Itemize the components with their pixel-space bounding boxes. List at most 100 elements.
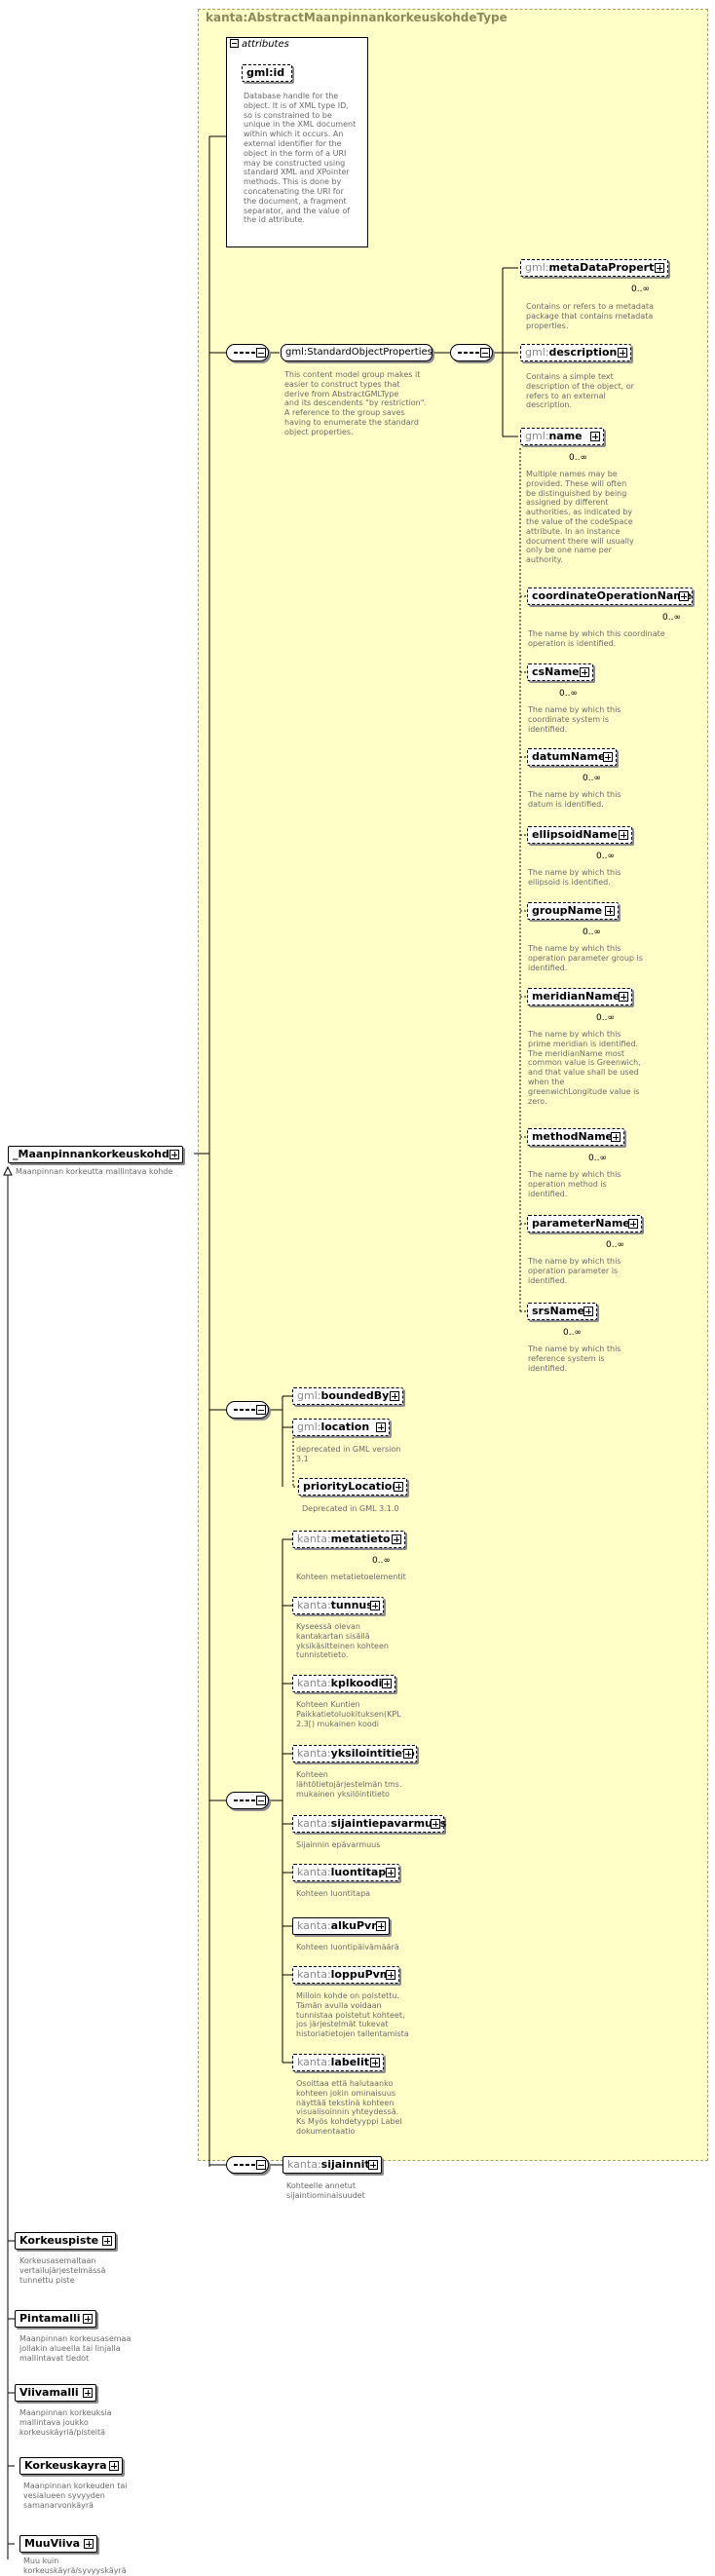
sequence-compositor[interactable] <box>226 1401 269 1419</box>
gml-location-element[interactable]: gml:location <box>292 1419 390 1436</box>
subtype-desc: Korkeusasemaltaan vertailujärjestelmässä… <box>19 2256 106 2285</box>
expand-icon[interactable] <box>169 1150 179 1159</box>
expand-icon[interactable] <box>394 1482 403 1492</box>
element-desc: Kohteen luontitapa <box>296 1889 371 1898</box>
datum-name-element[interactable]: datumName <box>527 748 617 766</box>
expand-icon[interactable] <box>376 1422 386 1432</box>
element-name: yksilointitieto <box>330 1747 415 1760</box>
element-prefix: kanta: <box>297 1677 331 1689</box>
gml-id-name: gml:id <box>246 66 285 79</box>
parameter-name-element[interactable]: parameterName <box>527 1215 642 1232</box>
collapse-icon[interactable] <box>230 39 239 48</box>
element-name: srsName <box>532 1305 585 1317</box>
expand-icon[interactable] <box>84 2539 94 2549</box>
kanta-metatieto-element[interactable]: kanta:metatieto <box>292 1531 405 1548</box>
kanta-sijaintiepavarmuus-element[interactable]: kanta:sijaintiepavarmuus <box>292 1815 446 1833</box>
multiplicity: 0..∞ <box>631 284 650 294</box>
collapse-icon[interactable] <box>480 348 490 358</box>
element-desc: The name by which this operation paramet… <box>528 1257 621 1285</box>
ellipsoid-name-element[interactable]: ellipsoidName <box>527 826 632 844</box>
gml-prioritylocation-element[interactable]: priorityLocation <box>298 1478 407 1496</box>
expand-icon[interactable] <box>619 992 628 1002</box>
expand-icon[interactable] <box>109 2461 119 2471</box>
expand-icon[interactable] <box>382 1679 392 1688</box>
expand-icon[interactable] <box>370 1601 380 1610</box>
sequence-compositor[interactable] <box>450 344 493 361</box>
attributes-label: attributes <box>242 39 289 50</box>
group-name-element[interactable]: groupName <box>527 902 619 920</box>
element-prefix: gml: <box>525 430 549 442</box>
expand-icon[interactable] <box>580 667 589 677</box>
gml-name-element[interactable]: gml:name <box>520 428 604 445</box>
collapse-icon[interactable] <box>256 1405 266 1415</box>
gml-metadataproperty-element[interactable]: gml:metaDataProperty <box>520 259 668 277</box>
kanta-kplkoodi-element[interactable]: kanta:kplkoodi <box>292 1675 395 1692</box>
gml-boundedby-element[interactable]: gml:boundedBy <box>292 1387 403 1405</box>
collapse-icon[interactable] <box>256 2160 266 2170</box>
standard-object-properties-desc: This content model group makes it easier… <box>284 370 427 436</box>
meridian-name-element[interactable]: meridianName <box>527 988 632 1005</box>
korkeuskayra-subtype[interactable]: Korkeuskayra <box>19 2457 123 2475</box>
element-desc: Kohteen Kuntien Paikkatietoluokituksen(K… <box>296 1700 401 1728</box>
muuviiva-subtype[interactable]: MuuViiva <box>19 2535 97 2553</box>
method-name-element[interactable]: methodName <box>527 1128 624 1146</box>
multiplicity: 0..∞ <box>606 1240 624 1250</box>
expand-icon[interactable] <box>386 1868 395 1877</box>
expand-icon[interactable] <box>603 752 613 762</box>
korkeuspiste-subtype[interactable]: Korkeuspiste <box>15 2232 116 2250</box>
element-desc: Milloin kohde on poistettu. Tämän avulla… <box>296 1991 409 2039</box>
expand-icon[interactable] <box>655 263 664 273</box>
gml-id-attribute[interactable]: gml:id <box>242 64 292 82</box>
expand-icon[interactable] <box>605 906 615 916</box>
expand-icon[interactable] <box>370 2058 380 2067</box>
element-prefix: kanta: <box>297 1919 331 1932</box>
expand-icon[interactable] <box>583 1307 593 1316</box>
expand-icon[interactable] <box>392 1534 401 1544</box>
multiplicity: 0..∞ <box>563 1328 582 1338</box>
kanta-loppupvm-element[interactable]: kanta:loppuPvm <box>292 1966 399 1984</box>
expand-icon[interactable] <box>611 1132 621 1142</box>
gml-id-desc: Database handle for the object. It is of… <box>244 92 357 225</box>
kanta-luontitapa-element[interactable]: kanta:luontitapa <box>292 1864 399 1881</box>
expand-icon[interactable] <box>431 1819 440 1829</box>
gml-description-element[interactable]: gml:description <box>520 344 631 361</box>
cs-name-element[interactable]: csName <box>527 663 593 681</box>
expand-icon[interactable] <box>102 2236 112 2246</box>
expand-icon[interactable] <box>628 1219 638 1229</box>
kanta-sijainnit-element[interactable]: kanta:sijainnit <box>282 2156 382 2174</box>
expand-icon[interactable] <box>679 591 689 601</box>
expand-icon[interactable] <box>619 830 628 840</box>
kanta-tunnus-element[interactable]: kanta:tunnus <box>292 1597 384 1614</box>
sequence-compositor[interactable] <box>226 1792 269 1809</box>
element-desc: Kohteelle annetut sijaintiominaisuudet <box>286 2181 365 2200</box>
element-desc: Contains or refers to a metadata package… <box>526 302 654 330</box>
expand-icon[interactable] <box>386 1970 395 1980</box>
kanta-alkupvm-element[interactable]: kanta:alkuPvm <box>292 1917 390 1935</box>
sequence-compositor[interactable] <box>226 344 269 361</box>
srs-name-element[interactable]: srsName <box>527 1303 597 1320</box>
expand-icon[interactable] <box>590 432 600 441</box>
expand-icon[interactable] <box>368 2160 378 2170</box>
kanta-labelit-element[interactable]: kanta:labelit <box>292 2054 384 2071</box>
expand-icon[interactable] <box>376 1921 386 1931</box>
kanta-yksilointitieto-element[interactable]: kanta:yksilointitieto <box>292 1745 417 1762</box>
expand-icon[interactable] <box>83 2388 93 2398</box>
attributes-header[interactable]: attributes <box>230 39 289 50</box>
pintamalli-subtype[interactable]: Pintamalli <box>15 2310 96 2328</box>
sequence-compositor[interactable] <box>226 2156 269 2174</box>
element-name: metatieto <box>330 1533 391 1545</box>
element-name: sijainnit <box>320 2158 370 2171</box>
expand-icon[interactable] <box>83 2314 93 2324</box>
element-desc: Kohteen lähtötietojärjestelmän tms. muka… <box>296 1770 402 1799</box>
expand-icon[interactable] <box>390 1391 399 1401</box>
viivamalli-subtype[interactable]: Viivamalli <box>15 2384 96 2402</box>
collapse-icon[interactable] <box>256 1796 266 1805</box>
expand-icon[interactable] <box>403 1749 413 1759</box>
expand-icon[interactable] <box>618 348 627 358</box>
collapse-icon[interactable] <box>256 348 266 358</box>
coordinate-operation-name-element[interactable]: coordinateOperationName <box>527 587 693 605</box>
element-name: boundedBy <box>320 1389 390 1402</box>
standard-object-properties-group[interactable]: gml:StandardObjectProperties <box>281 344 433 361</box>
root-element[interactable]: _Maanpinnankorkeuskohde <box>8 1146 183 1163</box>
element-name: groupName <box>532 904 603 917</box>
